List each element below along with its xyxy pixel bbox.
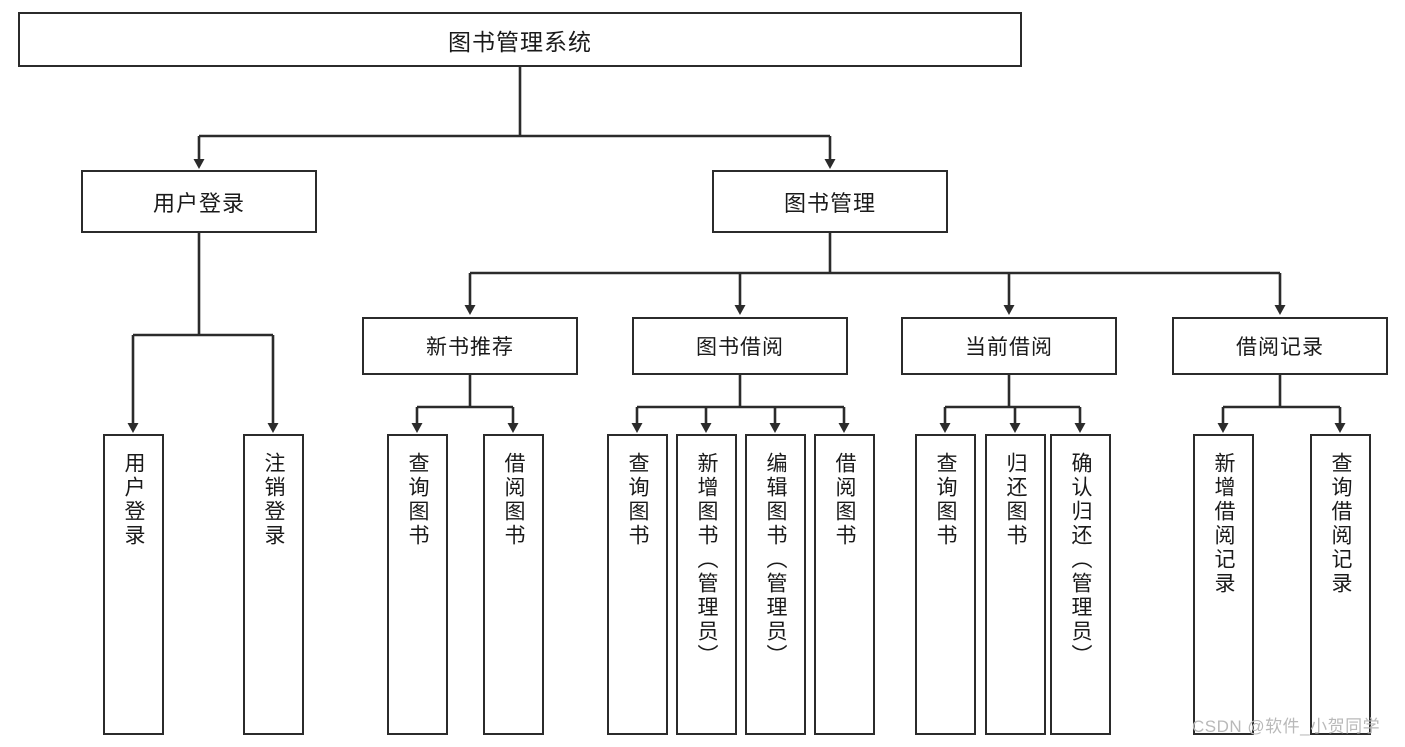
leaf-book-borrow-4-label: 借阅图书 [833,452,856,548]
leaf-book-borrow-4[interactable]: 借阅图书 [814,434,875,735]
leaf-user-login-2[interactable]: 注销登录 [243,434,304,735]
leaf-book-borrow-3-label: 编辑图书（管理员） [764,452,787,668]
leaf-book-borrow-3[interactable]: 编辑图书（管理员） [745,434,806,735]
node-user-login[interactable]: 用户登录 [81,170,317,233]
node-book-borrow-label: 图书借阅 [696,336,784,359]
node-book-management[interactable]: 图书管理 [712,170,948,233]
leaf-book-borrow-1-label: 查询图书 [626,452,649,548]
node-root[interactable]: 图书管理系统 [18,12,1022,67]
leaf-current-borrow-3[interactable]: 确认归还（管理员） [1050,434,1111,735]
node-user-login-label: 用户登录 [152,190,245,216]
leaf-current-borrow-1[interactable]: 查询图书 [915,434,976,735]
leaf-user-login-1-label: 用户登录 [122,452,145,548]
leaf-book-borrow-1[interactable]: 查询图书 [607,434,668,735]
node-root-label: 图书管理系统 [448,28,592,55]
leaf-borrow-record-1[interactable]: 新增借阅记录 [1193,434,1254,735]
leaf-new-book-1[interactable]: 查询图书 [387,434,448,735]
node-current-borrow[interactable]: 当前借阅 [901,317,1117,375]
csdn-watermark: CSDN @软件_小贺同学 [1192,717,1381,736]
leaf-new-book-1-label: 查询图书 [406,452,429,548]
leaf-borrow-record-1-label: 新增借阅记录 [1212,452,1235,596]
node-book-management-label: 图书管理 [783,190,876,216]
leaf-current-borrow-2[interactable]: 归还图书 [985,434,1046,735]
leaf-user-login-2-label: 注销登录 [262,452,285,548]
node-book-borrow[interactable]: 图书借阅 [632,317,848,375]
leaf-borrow-record-2-label: 查询借阅记录 [1329,452,1352,596]
node-new-book-recommend[interactable]: 新书推荐 [362,317,578,375]
leaf-user-login-1[interactable]: 用户登录 [103,434,164,735]
leaf-borrow-record-2[interactable]: 查询借阅记录 [1310,434,1371,735]
node-borrow-record[interactable]: 借阅记录 [1172,317,1388,375]
leaf-current-borrow-2-label: 归还图书 [1004,452,1027,548]
node-current-borrow-label: 当前借阅 [965,336,1053,359]
leaf-current-borrow-3-label: 确认归还（管理员） [1069,452,1092,668]
leaf-new-book-2[interactable]: 借阅图书 [483,434,544,735]
leaf-new-book-2-label: 借阅图书 [502,452,525,548]
node-new-book-recommend-label: 新书推荐 [426,336,514,359]
leaf-current-borrow-1-label: 查询图书 [934,452,957,548]
leaf-book-borrow-2-label: 新增图书（管理员） [695,452,718,668]
node-borrow-record-label: 借阅记录 [1236,336,1324,359]
leaf-book-borrow-2[interactable]: 新增图书（管理员） [676,434,737,735]
